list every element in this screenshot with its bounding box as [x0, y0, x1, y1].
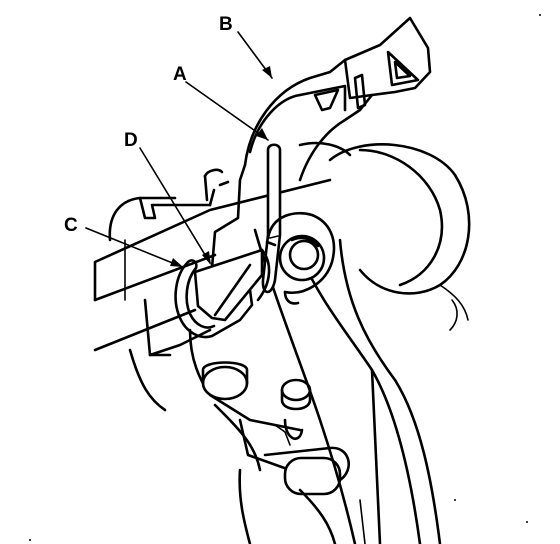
callout-label-a: A — [173, 64, 187, 85]
arrowhead-d — [202, 251, 211, 265]
leader-line-a — [185, 81, 269, 141]
stop-block — [283, 456, 342, 496]
arrowhead-c — [170, 258, 183, 267]
retaining-clip-c — [174, 259, 254, 339]
leader-line-d — [139, 147, 211, 264]
scan-specks — [29, 14, 541, 541]
bolt-head-left — [201, 365, 249, 401]
leader-line-c — [85, 227, 181, 267]
round-housing — [298, 141, 471, 331]
spring-clip-a — [261, 143, 282, 294]
arrowhead-a — [256, 128, 268, 140]
lower-bracket — [188, 328, 366, 544]
callout-label-b: B — [219, 14, 233, 35]
bracket-b — [203, 16, 432, 270]
link-plate-d — [193, 248, 271, 322]
shaft-bracket — [93, 178, 332, 412]
callout-label-c: C — [64, 215, 78, 236]
arrowhead-b — [262, 66, 272, 78]
arrowheads — [170, 66, 272, 267]
callout-label-d: D — [124, 130, 138, 151]
pivot — [266, 211, 336, 305]
